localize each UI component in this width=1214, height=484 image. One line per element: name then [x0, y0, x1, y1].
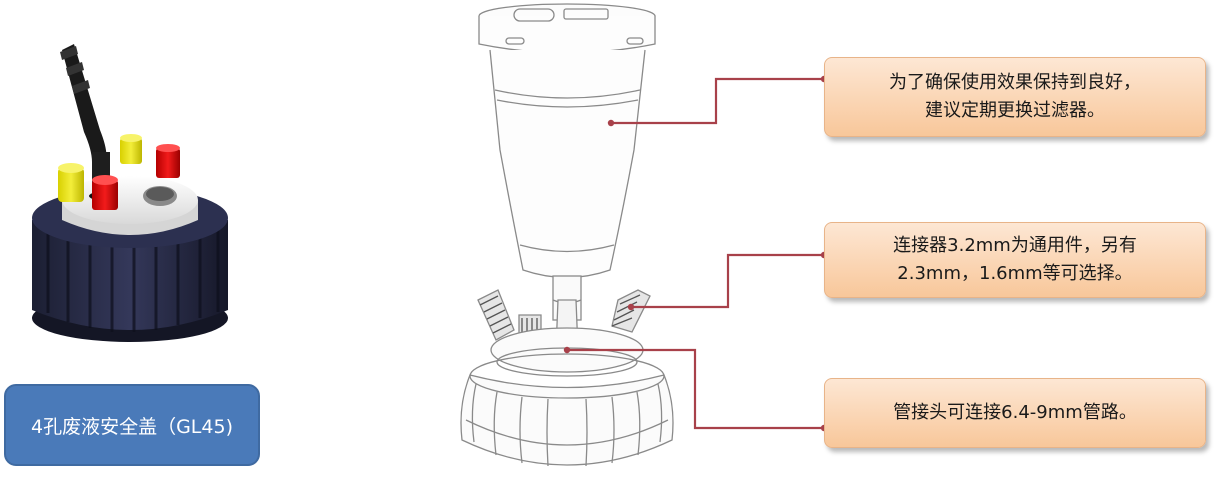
callout-connector-line-1: 连接器3.2mm为通用件，另有 [893, 235, 1137, 256]
waste-cap-photo-illustration [32, 44, 228, 342]
callout-tube-fitting: 管接头可连接6.4-9mm管路。 [824, 378, 1206, 448]
leader-line-filter [611, 77, 824, 125]
leader-lines [567, 77, 824, 430]
callout-filter-replacement: 为了确保使用效果保持到良好， 建议定期更换过滤器。 [824, 57, 1206, 137]
callout-filter-line-1: 为了确保使用效果保持到良好， [889, 72, 1141, 93]
leader-line-connector [631, 253, 824, 309]
product-label-text: 4孔废液安全盖（GL45) [31, 415, 233, 438]
callout-connector-sizes: 连接器3.2mm为通用件，另有 2.3mm，1.6mm等可选择。 [824, 222, 1206, 298]
callout-tube-line-1: 管接头可连接6.4-9mm管路。 [893, 402, 1137, 423]
callout-filter-line-2: 建议定期更换过滤器。 [925, 100, 1105, 121]
product-label: 4孔废液安全盖（GL45) [4, 384, 260, 466]
filter-cap-line-drawing [460, 3, 674, 467]
callout-connector-line-2: 2.3mm，1.6mm等可选择。 [897, 263, 1133, 284]
leader-line-tube [567, 348, 824, 430]
product-photo [12, 10, 246, 362]
